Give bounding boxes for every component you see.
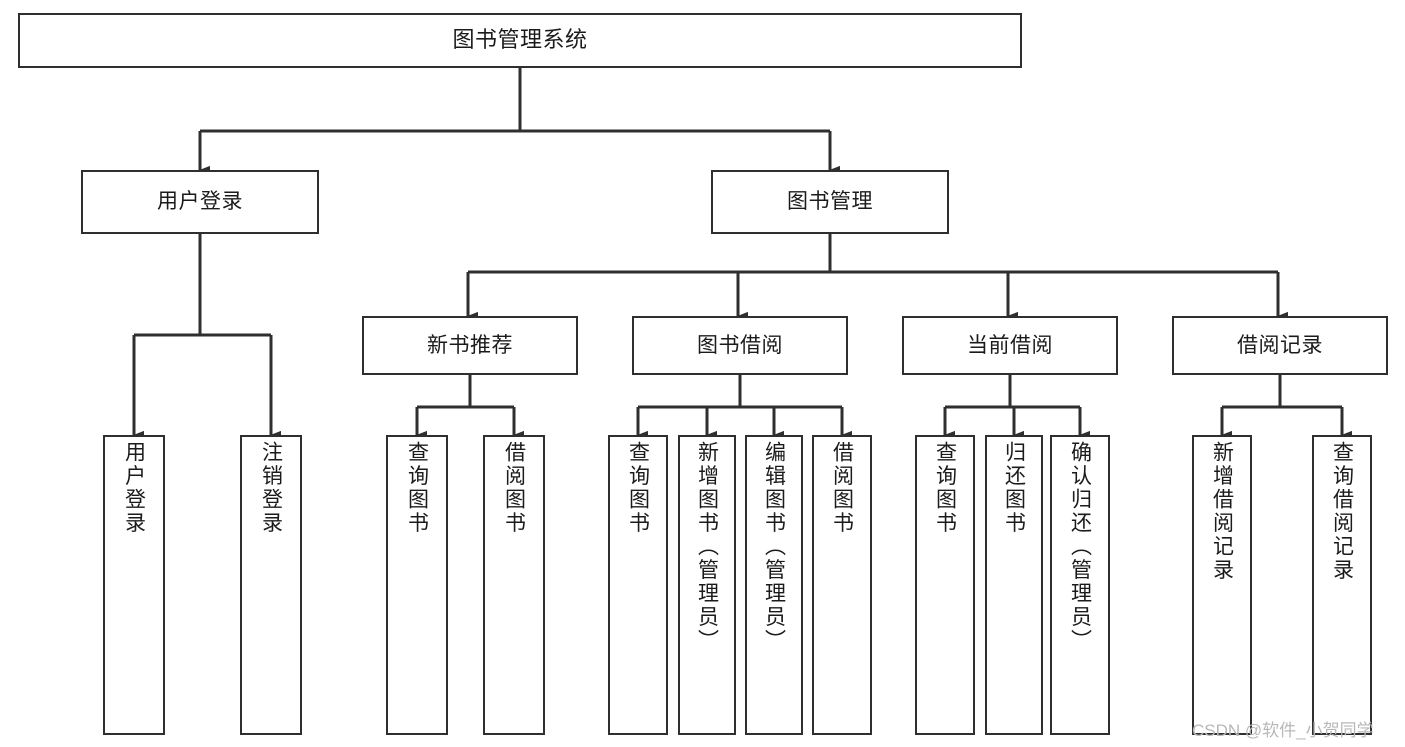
- node-label: 用户登录: [157, 190, 243, 214]
- node-leaf-add-book-admin[interactable]: 新增图书（管理员）: [678, 435, 736, 735]
- node-leaf-query-book-2[interactable]: 查询图书: [608, 435, 668, 735]
- node-label: 借阅记录: [1237, 333, 1323, 357]
- node-label: 归还图书: [1002, 441, 1026, 535]
- node-root[interactable]: 图书管理系统: [18, 13, 1022, 68]
- node-label: 新增借阅记录: [1210, 441, 1234, 582]
- node-leaf-edit-book-admin[interactable]: 编辑图书（管理员）: [745, 435, 803, 735]
- node-label: 查询借阅记录: [1330, 441, 1354, 582]
- node-label: 借阅图书: [830, 441, 854, 535]
- node-label: 图书管理系统: [452, 27, 588, 53]
- node-label: 图书管理: [787, 190, 873, 214]
- node-label: 新增图书（管理员）: [695, 441, 719, 653]
- node-label: 图书借阅: [697, 333, 783, 357]
- node-leaf-query-book-3[interactable]: 查询图书: [915, 435, 975, 735]
- node-label: 借阅图书: [502, 441, 526, 535]
- node-book-borrow[interactable]: 图书借阅: [632, 316, 848, 375]
- node-current-borrow[interactable]: 当前借阅: [902, 316, 1118, 375]
- node-leaf-add-borrow-record[interactable]: 新增借阅记录: [1192, 435, 1252, 735]
- node-leaf-logout-login[interactable]: 注销登录: [240, 435, 302, 735]
- node-label: 编辑图书（管理员）: [762, 441, 786, 653]
- node-leaf-return-book[interactable]: 归还图书: [985, 435, 1043, 735]
- node-label: 查询图书: [405, 441, 429, 535]
- node-user-login[interactable]: 用户登录: [81, 170, 319, 234]
- node-leaf-query-borrow-record[interactable]: 查询借阅记录: [1312, 435, 1372, 735]
- node-label: 查询图书: [626, 441, 650, 535]
- connector-lines: [132, 68, 1352, 440]
- node-leaf-user-login[interactable]: 用户登录: [103, 435, 165, 735]
- node-new-book-recommend[interactable]: 新书推荐: [362, 316, 578, 375]
- node-label: 当前借阅: [967, 333, 1053, 357]
- node-label: 确认归还（管理员）: [1068, 441, 1092, 653]
- node-book-manage[interactable]: 图书管理: [711, 170, 949, 234]
- node-leaf-query-book-1[interactable]: 查询图书: [386, 435, 448, 735]
- node-leaf-borrow-book-1[interactable]: 借阅图书: [483, 435, 545, 735]
- node-borrow-record[interactable]: 借阅记录: [1172, 316, 1388, 375]
- watermark-label: CSDN @软件_小贺同学: [1192, 721, 1374, 740]
- node-label: 用户登录: [122, 441, 146, 535]
- node-label: 新书推荐: [427, 333, 513, 357]
- node-leaf-borrow-book-2[interactable]: 借阅图书: [812, 435, 872, 735]
- node-label: 注销登录: [259, 441, 283, 535]
- node-leaf-confirm-return-admin[interactable]: 确认归还（管理员）: [1050, 435, 1110, 735]
- node-label: 查询图书: [933, 441, 957, 535]
